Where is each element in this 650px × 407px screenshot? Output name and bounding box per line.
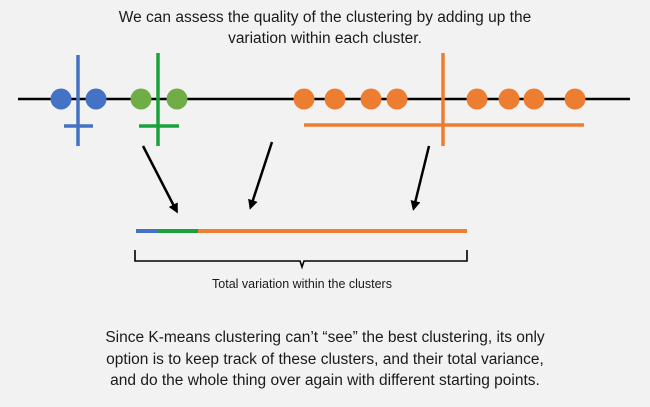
blue-cluster	[50, 55, 107, 146]
orange-point	[324, 88, 346, 110]
orange-point	[564, 88, 586, 110]
top-caption-line-2: variation within each cluster.	[228, 30, 422, 47]
orange-point	[360, 88, 382, 110]
top-caption-line-1: We can assess the quality of the cluster…	[118, 9, 532, 26]
bottom-caption-line-2: option is to keep track of these cluster…	[106, 350, 544, 368]
top-caption: We can assess the quality of the cluster…	[0, 7, 650, 49]
total-variation-label: Total variation within the clusters	[212, 277, 392, 291]
blue-point	[50, 88, 72, 110]
orange-cluster	[293, 53, 586, 146]
total-variation-brace	[134, 250, 468, 270]
blue-point	[85, 88, 107, 110]
orange-point	[523, 88, 545, 110]
arrow-orange-to-total	[410, 145, 431, 211]
orange-point	[386, 88, 408, 110]
orange-point	[466, 88, 488, 110]
green-point	[130, 88, 152, 110]
bottom-caption-line-1: Since K-means clustering can’t “see” the…	[105, 329, 545, 346]
bottom-caption: Since K-means clustering can’t “see” the…	[0, 327, 650, 392]
orange-point	[498, 88, 520, 110]
green-cluster	[130, 53, 188, 146]
green-point	[166, 88, 188, 110]
bottom-caption-line-3: and do the whole thing over again with d…	[110, 372, 540, 389]
arrow-blue-to-total	[141, 145, 178, 214]
orange-point	[293, 88, 315, 110]
arrow-green-to-total	[248, 141, 274, 210]
